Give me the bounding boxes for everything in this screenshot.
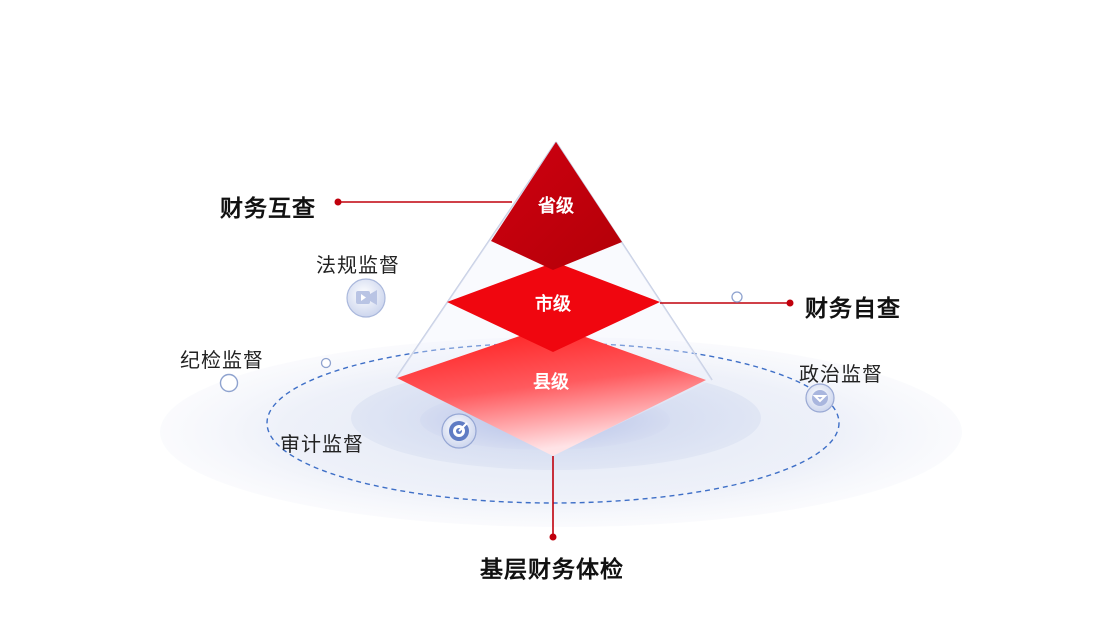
pyramid-edge-left — [395, 141, 557, 379]
grassroots-check-label: 基层财务体检 — [480, 557, 624, 583]
audit-ring-marker — [320, 357, 332, 369]
self-check-dot — [786, 299, 794, 307]
tier-province — [491, 142, 622, 270]
tier-city — [447, 262, 660, 352]
diamond-node-icon — [805, 383, 835, 413]
tier-province-label: 省级 — [537, 195, 575, 217]
target-icon — [441, 413, 477, 449]
self-check-label: 财务自查 — [805, 296, 901, 322]
legal-supervision-label: 法规监督 — [316, 253, 400, 277]
tier-county-label: 县级 — [533, 371, 570, 393]
mutual-check-label: 财务互查 — [220, 196, 316, 222]
discipline-supervision-label: 纪检监督 — [180, 348, 264, 372]
tier-city-label: 市级 — [535, 293, 572, 315]
tier-county — [397, 325, 706, 456]
discipline-ring-marker — [219, 373, 239, 393]
audit-supervision-label: 审计监督 — [280, 432, 364, 456]
grassroots-check-dot — [549, 533, 557, 541]
mutual-check-dot — [334, 198, 342, 206]
political-supervision-label: 政治监督 — [799, 362, 883, 386]
right-ring-marker — [731, 291, 743, 303]
video-icon — [346, 278, 386, 318]
